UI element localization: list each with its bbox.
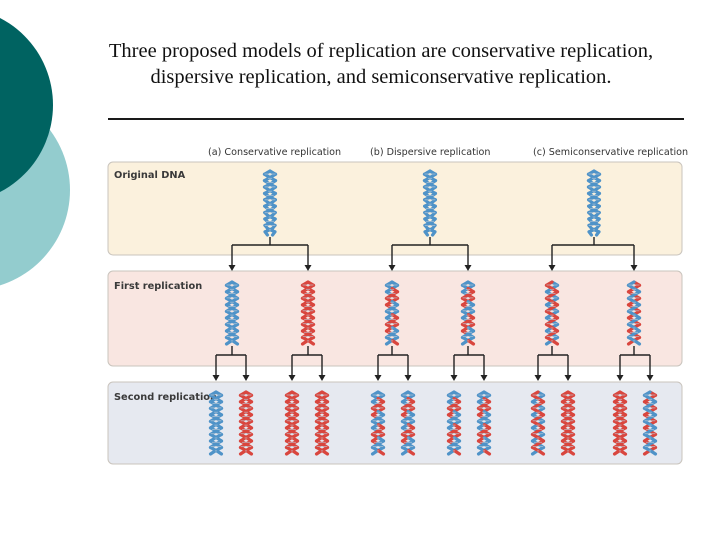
- arrowhead: [549, 265, 556, 271]
- arrowhead: [465, 265, 472, 271]
- helix-strand-segment: [273, 232, 275, 235]
- arrowhead: [617, 375, 624, 381]
- row-label-second-replication: Second replication: [114, 392, 217, 403]
- arrowhead: [565, 375, 572, 381]
- column-label-dispersive: (b) Dispersive replication: [370, 147, 491, 158]
- helix-strand-segment: [597, 232, 599, 235]
- arrowhead: [213, 375, 220, 381]
- arrowhead: [451, 375, 458, 381]
- arrowhead: [481, 375, 488, 381]
- column-label-semiconservative: (c) Semiconservative replication: [533, 147, 688, 158]
- arrowhead: [375, 375, 382, 381]
- row-label-original-dna: Original DNA: [114, 170, 186, 181]
- arrowhead: [289, 375, 296, 381]
- helix-strand-segment: [425, 232, 427, 235]
- arrowhead: [405, 375, 412, 381]
- helix-strand-segment: [589, 232, 591, 235]
- row-label-first-replication: First replication: [114, 281, 202, 292]
- helix-strand-segment: [265, 232, 267, 235]
- column-label-conservative: (a) Conservative replication: [208, 147, 341, 158]
- arrowhead: [389, 265, 396, 271]
- arrowhead: [319, 375, 326, 381]
- arrowhead: [243, 375, 250, 381]
- arrowhead: [647, 375, 654, 381]
- arrowhead: [229, 265, 236, 271]
- arrowhead: [305, 265, 312, 271]
- arrowhead: [535, 375, 542, 381]
- helix-strand-segment: [433, 232, 435, 235]
- arrowhead: [631, 265, 638, 271]
